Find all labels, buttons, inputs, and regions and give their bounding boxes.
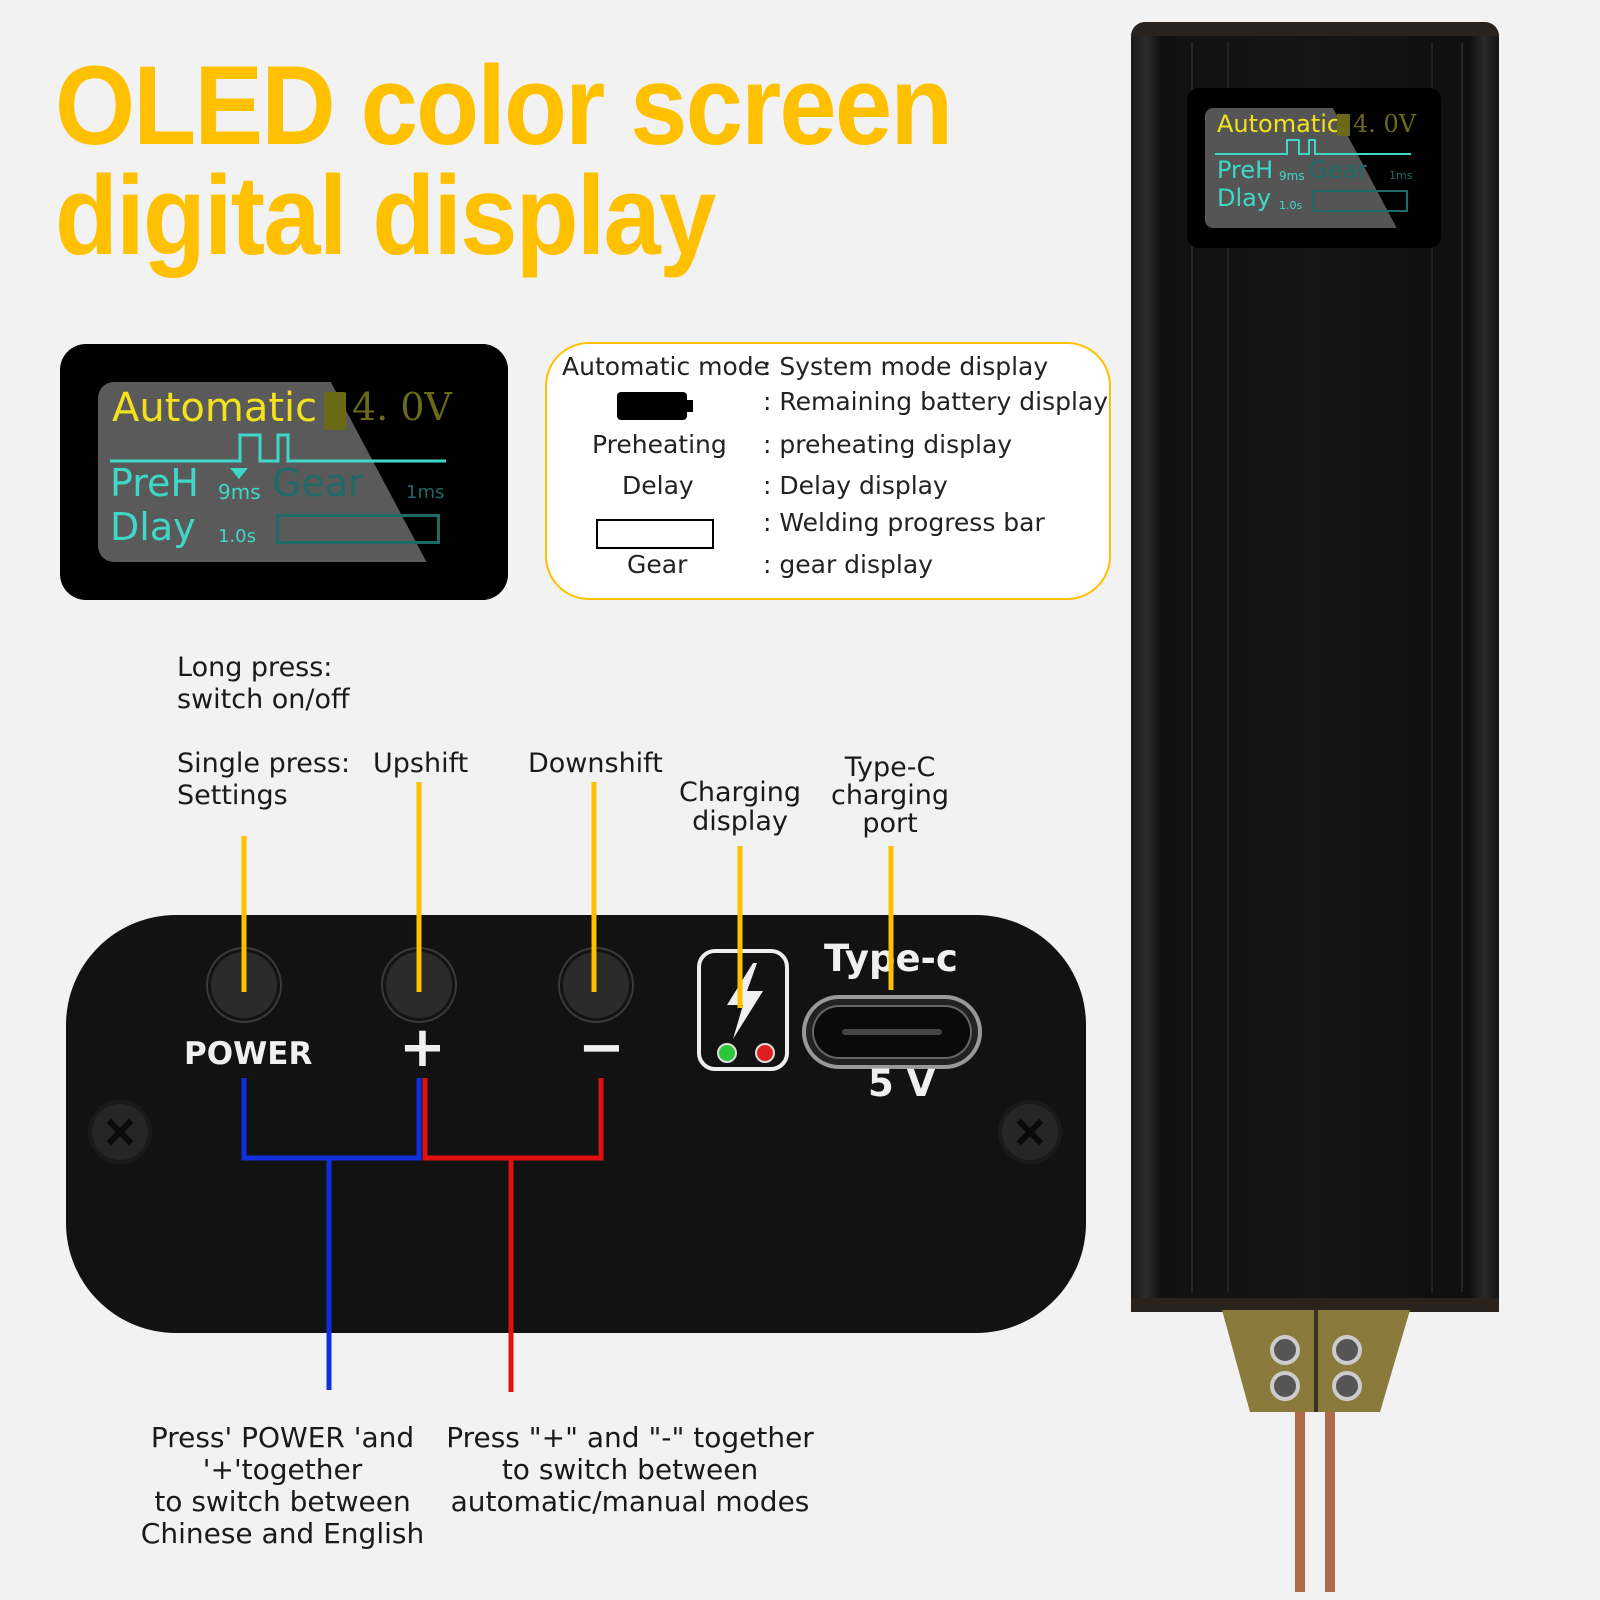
legend-desc-preheating: : preheating display: [763, 430, 1013, 459]
oled-display-large: Automatic 4. 0V PreH 9ms Gear 1ms Dlay 1…: [60, 344, 508, 600]
callout-long-press-1: Long press:: [177, 652, 333, 683]
legend-desc-automatic: : System mode display: [763, 352, 1049, 381]
callout-charging-1: Charging: [678, 777, 802, 808]
callout-typec-2: charging: [830, 780, 950, 811]
charging-indicator: [697, 949, 789, 1071]
callout-downshift: Downshift: [528, 748, 663, 779]
callout-charging-2: display: [692, 806, 788, 837]
battery-icon: [324, 392, 346, 430]
oled-delay-label: Dlay: [110, 505, 196, 549]
oled-delay-value: 1.0s: [218, 526, 257, 547]
note-right-1: Press "+" and "-" together: [446, 1421, 814, 1454]
pulse-waveform-icon: [110, 433, 446, 463]
oled-small-gear-value: 1ms: [1389, 169, 1413, 182]
control-panel: POWER + − Type-c 5 V: [66, 915, 1086, 1333]
oled-small-preh-label: PreH: [1217, 156, 1274, 184]
legend-term-preheating: Preheating: [592, 430, 727, 459]
note-left-3: to switch between: [154, 1485, 411, 1518]
callout-long-press-2: switch on/off: [177, 684, 350, 715]
battery-icon: [617, 392, 687, 420]
spot-welder-body: Automatic 4. 0V PreH 9ms Gear 1ms Dlay 1…: [1131, 22, 1499, 1312]
oled-gear-label: Gear: [272, 461, 364, 505]
oled-small-delay-value: 1.0s: [1279, 199, 1303, 212]
callout-upshift: Upshift: [373, 748, 469, 779]
legend-box: Automatic mode : System mode display : R…: [545, 342, 1111, 600]
oled-small-gear-label: Gear: [1309, 156, 1367, 184]
note-right-3: automatic/manual modes: [450, 1485, 810, 1518]
oled-cursor-icon: [230, 468, 248, 479]
minus-label: −: [578, 1015, 625, 1080]
oled-voltage-text: 4. 0V: [352, 385, 452, 429]
legend-desc-delay: : Delay display: [763, 471, 948, 500]
oled-progress-bar: [276, 514, 440, 544]
battery-icon: [1337, 114, 1350, 136]
plus-label: +: [399, 1015, 446, 1080]
callout-single-press-2: Settings: [177, 780, 288, 811]
power-label: POWER: [184, 1036, 313, 1072]
callout-typec-3: port: [862, 808, 918, 839]
headline-line-2: digital display: [55, 153, 716, 278]
pulse-waveform-icon: [1215, 139, 1411, 155]
oled-preh-label: PreH: [110, 461, 199, 505]
oled-display-small: Automatic 4. 0V PreH 9ms Gear 1ms Dlay 1…: [1187, 88, 1441, 248]
note-left-4: Chinese and English: [140, 1517, 425, 1550]
oled-small-voltage-text: 4. 0V: [1353, 110, 1417, 138]
red-led-icon: [755, 1043, 775, 1063]
legend-desc-gear: : gear display: [763, 550, 933, 579]
oled-gear-value: 1ms: [406, 482, 445, 503]
legend-term-delay: Delay: [622, 471, 694, 500]
oled-small-progress-bar: [1312, 190, 1408, 212]
legend-term-gear: Gear: [627, 550, 688, 579]
oled-small-preh-value: 9ms: [1279, 169, 1305, 183]
callout-single-press-1: Single press:: [177, 748, 351, 779]
legend-desc-battery: : Remaining battery display: [763, 387, 1109, 416]
progress-bar-icon: [596, 519, 714, 549]
typec-port[interactable]: [802, 995, 982, 1069]
green-led-icon: [717, 1043, 737, 1063]
lightning-bolt-icon: [727, 963, 763, 1039]
welding-tips: [1222, 1310, 1410, 1592]
note-left-1: Press' POWER 'and: [150, 1421, 415, 1454]
legend-term-automatic: Automatic mode: [562, 352, 770, 381]
legend-desc-progress: : Welding progress bar: [763, 508, 1045, 537]
oled-small-delay-label: Dlay: [1217, 184, 1272, 212]
oled-small-mode-text: Automatic: [1217, 110, 1341, 138]
screw-icon: [88, 1100, 152, 1164]
screw-icon: [998, 1100, 1062, 1164]
headline-line-1: OLED color screen: [55, 43, 953, 168]
note-left-2: '+'together: [202, 1453, 363, 1486]
oled-preh-value: 9ms: [218, 480, 261, 504]
oled-mode-text: Automatic: [112, 385, 318, 431]
callout-typec-1: Type-C: [844, 752, 936, 783]
typec-voltage-label: 5 V: [868, 1062, 936, 1105]
note-right-2: to switch between: [501, 1453, 759, 1486]
